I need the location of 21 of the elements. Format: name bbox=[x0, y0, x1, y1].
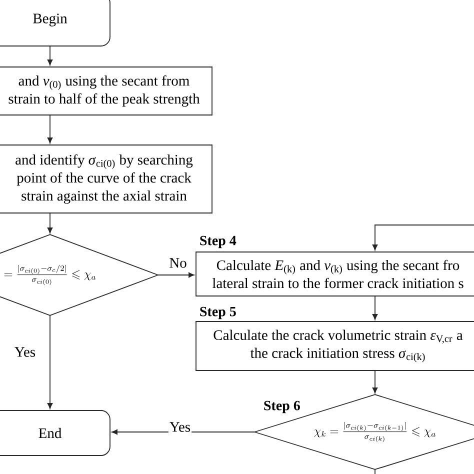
arrow bbox=[47, 115, 53, 144]
arrow bbox=[372, 296, 378, 320]
process-box: and v$_{(0)}$ using the secant from strain to half of the peak strength bbox=[0, 66, 212, 116]
arrow bbox=[372, 370, 378, 394]
terminal-box: Begin bbox=[0, 0, 110, 46]
process-box: Calculate E$_{(k)}$ and v$_{(k)}$ using the secant fro lateral strain to the former crack initiation s bbox=[196, 252, 474, 296]
step-heading: Step 6 bbox=[264, 400, 300, 414]
edge-label: No bbox=[168, 257, 188, 269]
arrow bbox=[47, 315, 53, 409]
arrow bbox=[47, 213, 53, 234]
arrow bbox=[112, 429, 255, 435]
step-heading: Step 4 bbox=[200, 236, 236, 248]
arrow bbox=[372, 224, 474, 250]
arrow bbox=[158, 272, 194, 278]
edge-label: Yes bbox=[168, 421, 192, 433]
terminal-box: End bbox=[0, 410, 110, 456]
step-heading: Step 5 bbox=[200, 306, 236, 320]
arrow bbox=[47, 46, 53, 66]
process-box: and identify σ$_{ci(0)}$ by searching point of the curve of the crack strain against the axial strain bbox=[0, 144, 212, 214]
edge-label: Yes bbox=[13, 346, 37, 358]
process-box: Calculate the crack volumetric strain ε$_{V,cr}$ a the crack initiation stress σ$_{ci(k)}$ bbox=[196, 321, 474, 371]
